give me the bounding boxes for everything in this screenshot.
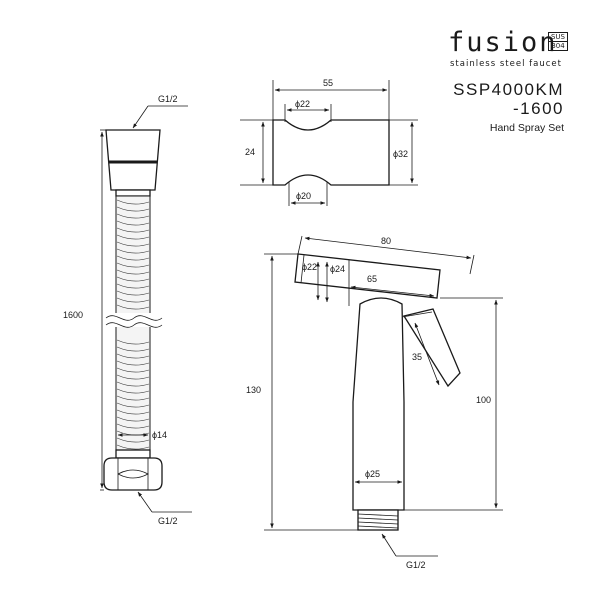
spray-head-dimension [350, 285, 435, 298]
spray-length-ext-left [297, 235, 303, 255]
spray-length-dimension [304, 236, 472, 260]
hose-winding [116, 409, 150, 415]
hose-winding [116, 213, 150, 219]
holder-body [272, 119, 390, 186]
holder-bottom-dia-label: ϕ20 [296, 191, 311, 201]
hose-winding [116, 255, 150, 261]
material-badge: SUS 304 [548, 32, 568, 51]
hose-winding [116, 241, 150, 247]
thread-line [357, 525, 399, 529]
hose-winding [116, 437, 150, 443]
hose-winding [116, 360, 150, 366]
hose-winding [116, 402, 150, 408]
hose-winding [116, 248, 150, 254]
hose-winding [116, 339, 150, 345]
brand-tagline: stainless steel faucet [450, 59, 562, 69]
hose-spiral [116, 199, 150, 450]
hose-winding [116, 381, 150, 387]
hose-bottom-nut [103, 457, 163, 491]
hose-winding [116, 220, 150, 226]
spray-height-label: 130 [246, 385, 261, 395]
hose-bottom-thread-leader [137, 491, 153, 513]
hose-break-line-bottom [105, 322, 163, 328]
hose-winding [116, 199, 150, 205]
spray-thread-leader [381, 533, 397, 557]
hose-winding [116, 269, 150, 275]
spray-thread-label: G1/2 [406, 560, 426, 570]
hose-top-nut [105, 129, 161, 191]
spray-thread-lines [357, 513, 399, 529]
nozzle-small-dia-label: ϕ22 [302, 262, 317, 272]
trigger-length-dimension [414, 322, 440, 386]
hose-break-gap [110, 313, 156, 327]
trigger-length-label: 35 [412, 352, 422, 362]
handle-diameter-label: ϕ25 [365, 469, 380, 479]
brand-logo: fusion SUS 304 stainless steel faucet [448, 28, 578, 72]
model-suffix: -1600 [513, 99, 564, 118]
hose-winding [116, 374, 150, 380]
holder-top-dia-label: ϕ22 [295, 99, 310, 109]
hose-winding [116, 234, 150, 240]
holder-drawing: 55 ϕ22 24 ϕ32 ϕ20 [240, 78, 418, 206]
hose-winding [116, 297, 150, 303]
thread-line [357, 521, 399, 525]
hose-ferrule-top [115, 189, 151, 197]
brand-name: fusion [448, 27, 558, 58]
nozzle-face-line [300, 254, 305, 284]
hose-winding [116, 227, 150, 233]
hose-drawing: 1600 ϕ14 G1/2 G1/2 [63, 94, 192, 526]
hose-winding [116, 290, 150, 296]
hose-winding [116, 206, 150, 212]
hose-ferrule-bottom [115, 449, 151, 459]
spray-length-label: 80 [381, 236, 391, 246]
hose-winding [116, 388, 150, 394]
thread-line [357, 517, 399, 521]
hose-winding [116, 395, 150, 401]
hose-bottom-thread-label: G1/2 [158, 516, 178, 526]
spray-drawing: 80 65 ϕ22 ϕ24 35 130 100 ϕ [246, 235, 503, 570]
hose-winding [116, 416, 150, 422]
model-number: SSP4000KM [453, 80, 564, 99]
holder-width-label: 55 [323, 78, 333, 88]
hose-winding [116, 367, 150, 373]
holder-height-label: 24 [245, 147, 255, 157]
spray-length-ext-right [469, 254, 475, 275]
holder-side-dia-label: ϕ32 [393, 149, 408, 159]
hose-winding [116, 262, 150, 268]
hose-diameter-label: ϕ14 [152, 430, 167, 440]
thread-line [357, 513, 399, 517]
hose-winding [116, 283, 150, 289]
hex-face-curve [117, 469, 149, 479]
hose-winding [116, 423, 150, 429]
spray-body-label: 100 [476, 395, 491, 405]
hose-break-line-top [105, 315, 163, 321]
hose-winding [116, 346, 150, 352]
spray-head-label: 65 [367, 274, 377, 284]
hose-winding [116, 304, 150, 310]
hose-top-thread-label: G1/2 [158, 94, 178, 104]
spray-trigger [402, 308, 461, 388]
product-title: Hand Spray Set [489, 122, 564, 134]
nozzle-large-dia-label: ϕ24 [330, 264, 345, 274]
hose-winding [116, 444, 150, 450]
badge-top: SUS [550, 33, 565, 41]
badge-bottom: 304 [549, 41, 567, 50]
hose-length-label: 1600 [63, 310, 83, 320]
hose-top-thread-leader [132, 105, 149, 129]
hose-winding [116, 353, 150, 359]
hose-winding [116, 276, 150, 282]
